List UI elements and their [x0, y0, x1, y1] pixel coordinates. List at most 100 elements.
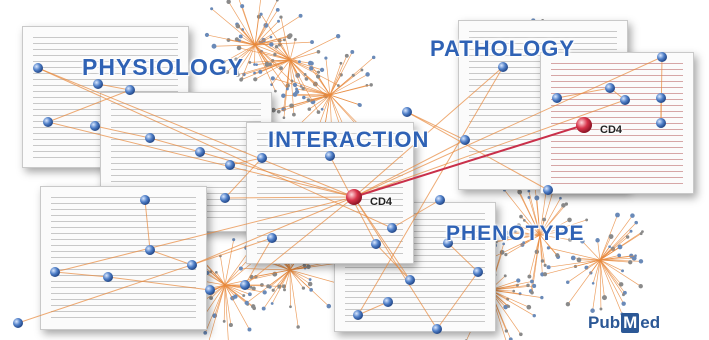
cluster-node — [532, 283, 537, 288]
cluster-node — [590, 308, 595, 313]
document-left-bottom — [40, 186, 207, 330]
cluster-edge — [303, 94, 331, 98]
cluster-node — [234, 70, 239, 75]
cluster-node — [236, 45, 242, 51]
network-edge — [191, 196, 355, 266]
cluster-node — [240, 77, 244, 81]
nodes — [13, 52, 667, 334]
network-edge — [357, 301, 389, 316]
cluster-node — [507, 305, 511, 308]
cluster-edge — [240, 36, 256, 46]
cluster-edge — [597, 240, 601, 261]
cluster-node — [292, 82, 298, 88]
network-edge — [447, 242, 479, 273]
cluster-edge — [204, 284, 226, 333]
gene-node — [498, 62, 508, 72]
network-edge — [199, 151, 355, 198]
cluster-node — [568, 237, 573, 242]
cluster-edge — [220, 255, 226, 286]
cluster-node — [357, 102, 361, 107]
cluster-edge — [599, 259, 624, 304]
logo-ed: ed — [640, 313, 661, 332]
gene-node — [657, 52, 667, 62]
network-edge — [244, 196, 355, 286]
cluster-node — [513, 230, 517, 234]
network-edge — [353, 66, 504, 198]
cluster-node — [530, 290, 534, 295]
cluster-edge — [237, 25, 256, 46]
cluster-edge — [599, 255, 620, 261]
network-edge — [436, 271, 479, 330]
cluster-node — [502, 242, 506, 246]
cluster-edge — [260, 14, 291, 61]
cluster-edge — [289, 59, 319, 73]
cluster-edge — [495, 234, 541, 242]
cluster-node — [504, 329, 509, 333]
cluster-node — [275, 8, 280, 12]
cluster-node — [316, 70, 321, 74]
cluster-edge — [224, 284, 285, 287]
cluster-node — [580, 239, 585, 244]
cluster-node — [289, 305, 292, 309]
network-edge — [97, 83, 131, 91]
cluster-node — [302, 95, 306, 100]
cluster-edge — [280, 17, 291, 61]
cluster-edge — [289, 59, 302, 87]
cluster-node — [371, 55, 376, 60]
cd4-node-center — [346, 189, 362, 205]
network-edge — [357, 66, 504, 316]
cluster-node — [295, 87, 299, 91]
gene-node — [90, 121, 100, 131]
cluster-node — [576, 257, 582, 263]
gene-node — [656, 118, 666, 128]
cluster-edge — [223, 284, 226, 322]
cluster-node — [517, 189, 523, 195]
cluster-edge — [599, 214, 618, 261]
cluster-edge — [289, 269, 339, 284]
cluster-node — [242, 294, 246, 298]
gene-node — [325, 151, 335, 161]
cluster-node — [522, 241, 526, 245]
cluster-node — [281, 93, 286, 98]
gene-node — [443, 238, 453, 248]
cluster-node — [546, 246, 551, 250]
cluster-edge — [259, 41, 291, 61]
cluster-node — [628, 260, 633, 265]
cluster-edge — [489, 284, 529, 291]
cluster-node — [319, 67, 325, 73]
cluster-node — [302, 263, 307, 268]
cluster-edge — [592, 259, 601, 311]
cluster-edge — [599, 259, 623, 315]
gene-node — [195, 147, 205, 157]
cluster-edge — [254, 35, 291, 46]
network-edge — [224, 157, 263, 199]
cluster-edge — [254, 15, 301, 46]
network-edge — [17, 237, 273, 324]
cluster-node — [326, 303, 332, 309]
gene-node — [460, 135, 470, 145]
cluster-edge — [489, 281, 532, 291]
cluster-edge — [599, 236, 612, 261]
cluster-node — [567, 217, 572, 223]
cluster-node — [253, 63, 256, 66]
cluster-node — [274, 89, 277, 93]
cluster-node — [516, 223, 522, 228]
gene-node — [620, 95, 630, 105]
cluster-edge — [518, 225, 541, 236]
cluster-node — [565, 301, 571, 307]
cluster-node — [248, 60, 252, 64]
cluster-edge — [272, 78, 331, 96]
network-edge — [353, 99, 626, 198]
cluster-edge — [539, 234, 546, 266]
cluster-edge — [289, 51, 319, 61]
cluster-edge — [539, 234, 571, 241]
gene-node — [432, 324, 442, 334]
cluster-node — [310, 40, 314, 45]
cluster-node — [512, 289, 516, 293]
cluster-edge — [210, 284, 226, 299]
cluster-edge — [599, 259, 626, 293]
cluster-edge — [599, 257, 635, 261]
logo-pub: Pub — [588, 313, 621, 332]
